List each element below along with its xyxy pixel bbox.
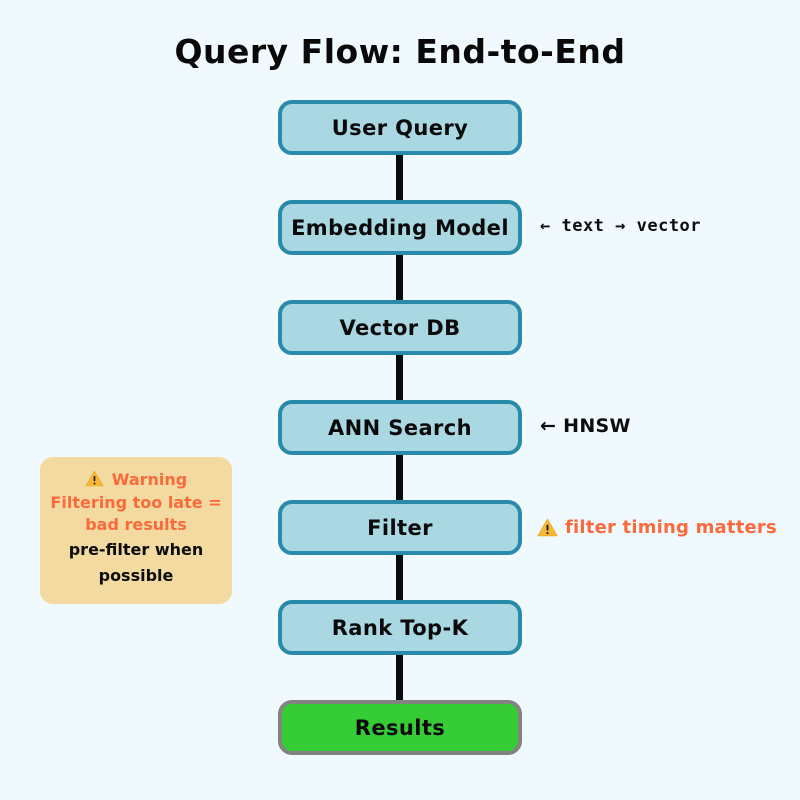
warning-callout-body-line-1: pre-filter when [68,540,204,560]
edge-user-query-to-embedding-model [396,152,403,208]
annotation-text: filter timing matters [565,517,777,538]
annotation-embedding-note: ← text → vector [540,216,701,236]
edge-ann-search-to-filter [396,452,403,508]
flow-node-label: Filter [367,515,433,540]
flow-node-label: Results [354,715,446,740]
flow-node-label: ANN Search [327,415,472,440]
flow-node-rank-top-k[interactable]: Rank Top-K [278,600,522,655]
edge-rank-top-k-to-results [396,652,403,708]
warning-callout-heading-row: Warning [50,470,222,489]
edge-embedding-model-to-vector-db [396,252,403,308]
flow-node-filter[interactable]: Filter [278,500,522,555]
flow-node-ann-search[interactable]: ANN Search [278,400,522,455]
flow-node-embedding-model[interactable]: Embedding Model [278,200,522,255]
flow-node-vector-db[interactable]: Vector DB [278,300,522,355]
flow-node-label: Embedding Model [291,215,509,240]
flow-node-results[interactable]: Results [278,700,522,755]
annotation-text: ← HNSW [540,415,631,437]
warning-triangle-icon [85,470,106,489]
edge-filter-to-rank-top-k [396,552,403,608]
edge-vector-db-to-ann-search [396,352,403,408]
warning-callout-accent-line-1: Filtering too late = [50,493,222,512]
flow-node-label: Rank Top-K [331,615,469,640]
flow-node-user-query[interactable]: User Query [278,100,522,155]
flow-node-label: User Query [331,115,469,140]
warning-callout-accent-line-2: bad results [85,514,187,534]
warning-callout: Warning Filtering too late = bad results… [40,457,232,604]
annotation-text: ← text → vector [540,216,702,236]
warning-callout-heading: Warning [111,470,188,489]
warning-callout-body-line-2: possible [98,565,174,585]
annotation-ann-search-note: ← HNSW [540,415,631,437]
annotation-filter-note: filter timing matters [537,517,777,538]
page-title: Query Flow: End-to-End [174,32,626,71]
warning-triangle-icon [537,518,558,537]
flow-node-label: Vector DB [339,315,461,340]
